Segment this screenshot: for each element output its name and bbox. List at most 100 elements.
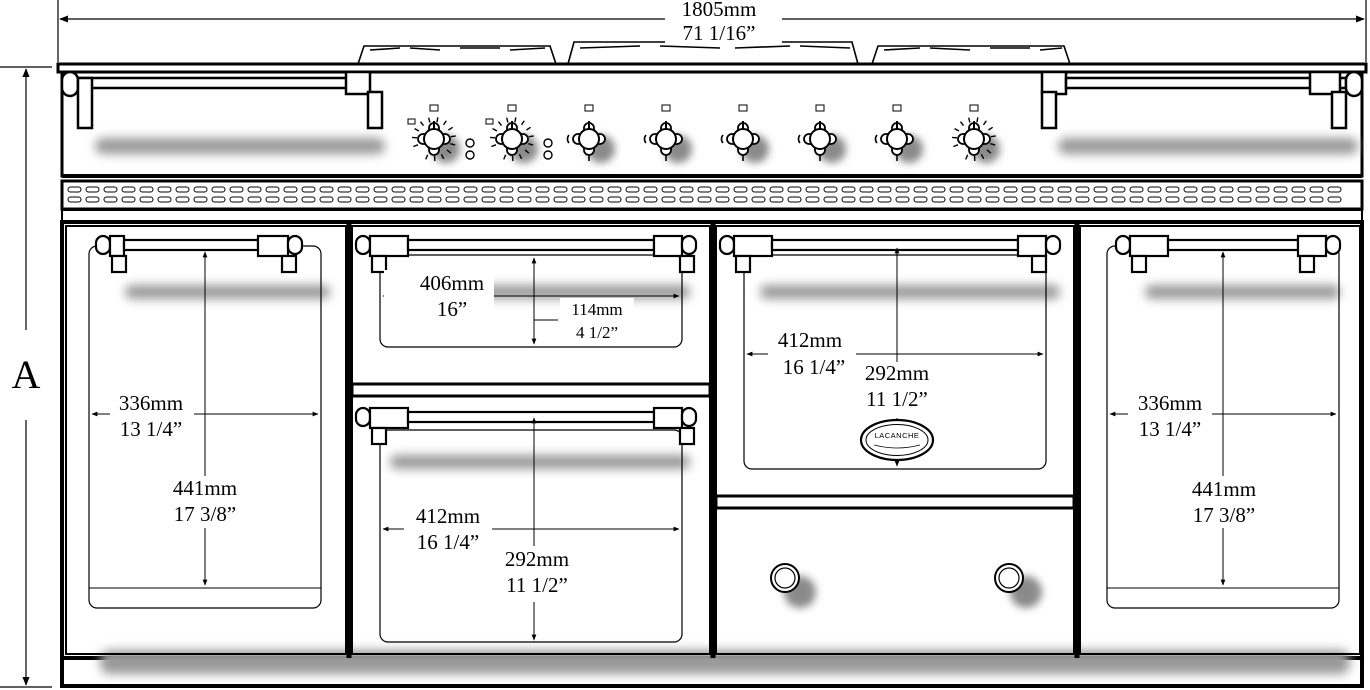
- control-knob: [566, 104, 615, 163]
- towel-rail-right: [1040, 70, 1364, 130]
- cooktop-grates: [356, 41, 1072, 65]
- vent-slot: [1183, 196, 1198, 203]
- right-oven-width-in: 13 1/4”: [1139, 417, 1201, 441]
- vent-slot: [877, 196, 892, 203]
- center-right-oven-handle: [718, 234, 1062, 274]
- vent-slot: [373, 186, 388, 193]
- vent-slot: [913, 196, 928, 203]
- vent-slot: [283, 186, 298, 193]
- overall-width-mm: 1805mm: [682, 0, 757, 21]
- vent-slot: [661, 196, 676, 203]
- vent-slot: [895, 186, 910, 193]
- vent-slot: [715, 196, 730, 203]
- vent-slot: [85, 196, 100, 203]
- vent-slot: [1273, 196, 1288, 203]
- vent-slot: [463, 196, 478, 203]
- vent-slot: [67, 186, 82, 193]
- overall-width-in: 71 1/16”: [683, 21, 756, 45]
- vent-slot: [481, 196, 496, 203]
- vent-slot: [319, 196, 334, 203]
- control-knob: [952, 104, 1000, 163]
- vent-slot: [301, 186, 316, 193]
- vent-slot: [1057, 196, 1072, 203]
- vent-slot: [121, 186, 136, 193]
- vent-slot: [1003, 186, 1018, 193]
- right-oven-handle: [1114, 234, 1342, 274]
- vent-slot: [1201, 196, 1216, 203]
- vent-slot: [103, 196, 118, 203]
- left-oven-width-mm: 336mm: [119, 391, 183, 415]
- vent-slot: [625, 186, 640, 193]
- vent-slot: [1219, 196, 1234, 203]
- vent-slot: [517, 186, 532, 193]
- vent-slot: [535, 196, 550, 203]
- drawer-knob-left: [770, 563, 800, 593]
- bottom-middle-oven-window: [379, 429, 683, 643]
- vent-slot: [499, 196, 514, 203]
- logo-brand-text: LACANCHE: [875, 431, 920, 440]
- towel-rail-left: [60, 70, 384, 130]
- center-right-width-mm: 412mm: [778, 328, 842, 352]
- vent-slot: [1237, 196, 1252, 203]
- vent-slot: [1021, 196, 1036, 203]
- vent-slot: [661, 186, 676, 193]
- vent-slot: [805, 186, 820, 193]
- top-middle-oven-window: [379, 254, 683, 348]
- vent-slot: [643, 196, 658, 203]
- vent-slot: [445, 186, 460, 193]
- burner-grate-center: [566, 41, 860, 65]
- control-knob: [407, 104, 475, 163]
- left-oven-height-mm: 441mm: [173, 476, 237, 500]
- vent-slot: [1111, 196, 1126, 203]
- vent-slot: [103, 186, 118, 193]
- vent-slot: [409, 186, 424, 193]
- left-oven-width-in: 13 1/4”: [120, 417, 182, 441]
- vent-slot: [841, 196, 856, 203]
- vent-slot: [1255, 196, 1270, 203]
- vent-slot: [949, 186, 964, 193]
- vent-slot: [823, 196, 838, 203]
- vent-slot: [319, 186, 334, 193]
- vent-slot: [355, 186, 370, 193]
- vent-slot: [1057, 186, 1072, 193]
- vent-slot: [337, 196, 352, 203]
- vent-slot: [139, 186, 154, 193]
- vent-slot: [697, 186, 712, 193]
- vent-slot: [1147, 196, 1162, 203]
- vent-slot: [1129, 196, 1144, 203]
- vent-slot: [1309, 196, 1324, 203]
- vent-slot: [1075, 186, 1090, 193]
- vent-slot: [967, 196, 982, 203]
- top-middle-height-in: 4 1/2”: [576, 323, 618, 342]
- vent-slot: [1147, 186, 1162, 193]
- vent-slot: [355, 196, 370, 203]
- vent-slot: [1219, 186, 1234, 193]
- vent-slot: [949, 196, 964, 203]
- bottom-middle-oven-handle: [354, 406, 698, 446]
- storage-drawer: [715, 507, 1075, 655]
- left-oven-door: [65, 225, 347, 655]
- bottom-middle-width-mm: 412mm: [416, 504, 480, 528]
- vent-slot: [1201, 186, 1216, 193]
- vent-slot: [769, 196, 784, 203]
- vent-slot: [481, 186, 496, 193]
- bottom-middle-height-mm: 292mm: [505, 547, 569, 571]
- vent-strip: [60, 179, 1364, 211]
- vent-slot: [157, 196, 172, 203]
- vent-slot: [427, 186, 442, 193]
- vent-slot: [517, 196, 532, 203]
- vent-slot: [391, 196, 406, 203]
- lacanche-logo: LACANCHE: [859, 418, 935, 462]
- drawer-knob-right: [994, 563, 1024, 593]
- vent-slot: [1129, 186, 1144, 193]
- vent-slot: [787, 186, 802, 193]
- vent-slot: [1165, 196, 1180, 203]
- vent-slot: [265, 196, 280, 203]
- vent-slot: [1255, 186, 1270, 193]
- vent-slot: [1291, 186, 1306, 193]
- control-knob: [643, 104, 692, 163]
- control-knob: [874, 104, 923, 163]
- control-knob: [797, 104, 846, 163]
- vent-slot: [229, 196, 244, 203]
- vent-slot: [751, 196, 766, 203]
